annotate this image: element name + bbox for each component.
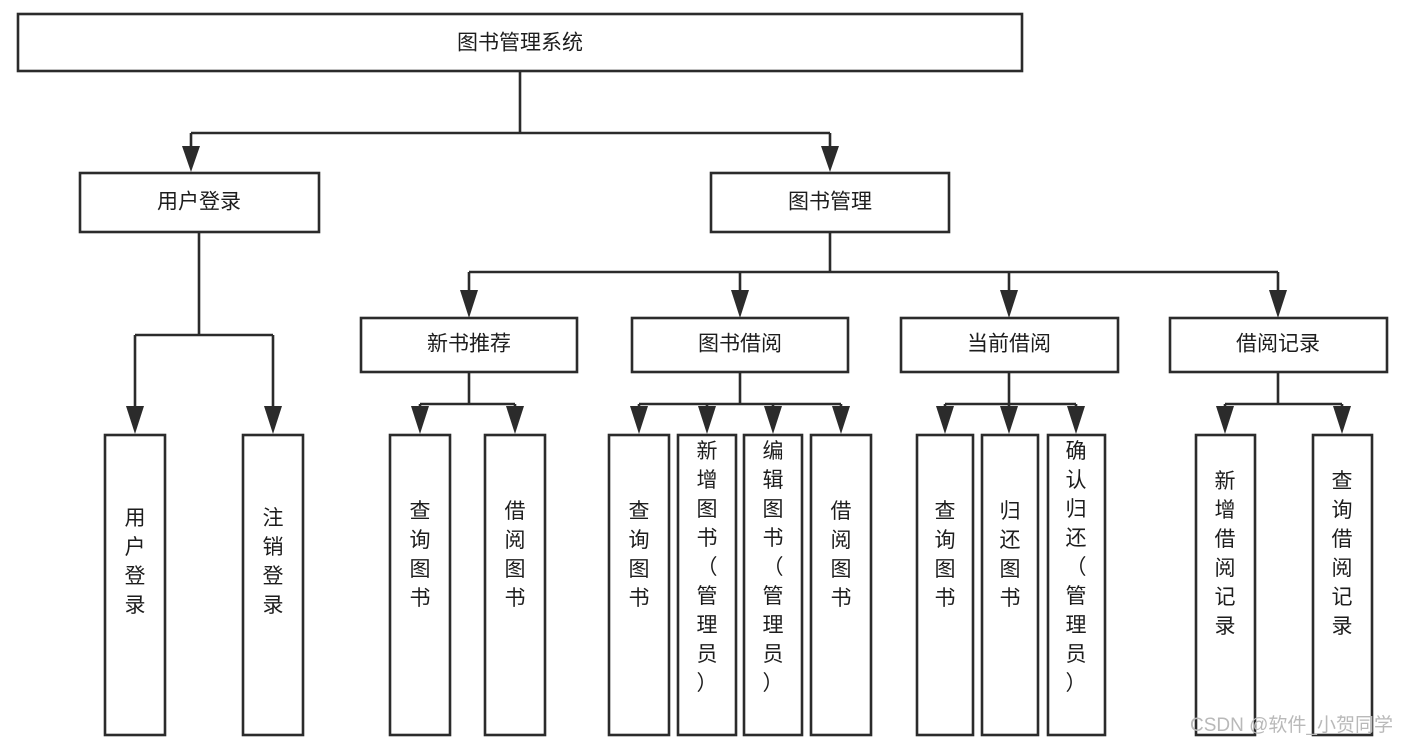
- node-leaf-label: 查询借阅记录: [1332, 470, 1353, 638]
- arrow-head-icon: [126, 406, 144, 434]
- node-leaf-confirm-return-admin[interactable]: 确认归还（管理员）: [1046, 433, 1107, 737]
- node-new-book-recommend-box[interactable]: [359, 316, 579, 374]
- connector-borrowrecord-to-leaves: [1216, 372, 1351, 434]
- node-root-book-management-system[interactable]: 图书管理系统: [16, 12, 1024, 73]
- arrow-head-icon: [411, 406, 429, 434]
- arrow-head-icon: [1333, 406, 1351, 434]
- arrow-head-icon: [264, 406, 282, 434]
- arrow-head-icon: [1067, 406, 1085, 434]
- node-leaf-query-borrow-record[interactable]: 查询借阅记录: [1311, 433, 1374, 737]
- connector-userlogin-to-leaves: [126, 232, 282, 434]
- node-leaf-box[interactable]: [676, 433, 738, 737]
- node-leaf-user-login[interactable]: 用户登录: [103, 433, 167, 737]
- arrow-head-icon: [1269, 290, 1287, 318]
- node-leaf-label: 查询图书: [935, 500, 956, 610]
- arrow-head-icon: [821, 146, 839, 172]
- node-leaf-box[interactable]: [241, 433, 305, 737]
- node-leaf-box[interactable]: [607, 433, 671, 737]
- node-leaf-box[interactable]: [1194, 433, 1257, 737]
- arrow-head-icon: [1000, 290, 1018, 318]
- node-borrow-record[interactable]: 借阅记录: [1168, 316, 1389, 374]
- node-leaf-borrow-book-recommend[interactable]: 借阅图书: [483, 433, 547, 737]
- node-leaf-query-book-current[interactable]: 查询图书: [915, 433, 975, 737]
- node-current-borrow-label: 当前借阅: [967, 333, 1051, 356]
- node-root-label: 图书管理系统: [457, 32, 583, 55]
- connector-root-to-level2: [182, 71, 839, 172]
- node-leaf-label: 查询图书: [410, 500, 431, 610]
- arrow-head-icon: [460, 290, 478, 318]
- node-leaf-box[interactable]: [809, 433, 873, 737]
- node-user-login-box[interactable]: [78, 171, 321, 234]
- node-book-management-label: 图书管理: [788, 191, 872, 214]
- arrow-head-icon: [832, 406, 850, 434]
- node-leaf-label: 编辑图书（管理员）: [763, 440, 784, 695]
- node-leaf-box[interactable]: [1311, 433, 1374, 737]
- arrow-head-icon: [1216, 406, 1234, 434]
- node-leaf-logout[interactable]: 注销登录: [241, 433, 305, 737]
- node-leaf-box[interactable]: [388, 433, 452, 737]
- node-leaf-label: 确认归还（管理员）: [1066, 440, 1087, 695]
- node-book-management[interactable]: 图书管理: [709, 171, 951, 234]
- node-leaf-return-book[interactable]: 归还图书: [980, 433, 1040, 737]
- node-new-book-recommend[interactable]: 新书推荐: [359, 316, 579, 374]
- node-current-borrow-box[interactable]: [899, 316, 1120, 374]
- node-leaf-box[interactable]: [980, 433, 1040, 737]
- node-user-login-label: 用户登录: [157, 191, 241, 214]
- node-leaf-borrow-book[interactable]: 借阅图书: [809, 433, 873, 737]
- node-leaf-label: 注销登录: [263, 507, 284, 617]
- node-leaf-label: 新增借阅记录: [1215, 470, 1236, 638]
- node-leaf-label: 归还图书: [1000, 500, 1021, 610]
- node-leaf-add-book-admin[interactable]: 新增图书（管理员）: [676, 433, 738, 737]
- node-book-borrow[interactable]: 图书借阅: [630, 316, 850, 374]
- arrow-head-icon: [764, 406, 782, 434]
- node-borrow-record-box[interactable]: [1168, 316, 1389, 374]
- node-leaf-label: 查询图书: [629, 500, 650, 610]
- node-book-borrow-label: 图书借阅: [698, 333, 782, 356]
- node-book-borrow-box[interactable]: [630, 316, 850, 374]
- node-leaf-box[interactable]: [742, 433, 804, 737]
- connector-currentborrow-to-leaves: [936, 372, 1085, 434]
- connector-bookmgmt-to-level3: [460, 232, 1287, 318]
- watermark-label: CSDN @软件_小贺同学: [1190, 714, 1393, 736]
- node-leaf-add-borrow-record[interactable]: 新增借阅记录: [1194, 433, 1257, 737]
- node-new-book-recommend-label: 新书推荐: [427, 333, 511, 356]
- node-root-box[interactable]: [16, 12, 1024, 73]
- connector-bookborrow-to-leaves: [630, 372, 850, 434]
- connector-newbook-to-leaves: [411, 372, 524, 434]
- arrow-head-icon: [630, 406, 648, 434]
- node-leaf-label: 用户登录: [125, 507, 146, 617]
- node-leaf-box[interactable]: [915, 433, 975, 737]
- arrow-head-icon: [506, 406, 524, 434]
- node-leaf-query-book-borrow[interactable]: 查询图书: [607, 433, 671, 737]
- node-leaf-label: 借阅图书: [505, 500, 526, 610]
- node-book-management-box[interactable]: [709, 171, 951, 234]
- node-current-borrow[interactable]: 当前借阅: [899, 316, 1120, 374]
- node-borrow-record-label: 借阅记录: [1236, 333, 1320, 356]
- node-leaf-box[interactable]: [1046, 433, 1107, 737]
- arrow-head-icon: [731, 290, 749, 318]
- arrow-head-icon: [936, 406, 954, 434]
- node-leaf-label: 借阅图书: [831, 500, 852, 610]
- arrow-head-icon: [698, 406, 716, 434]
- node-leaf-query-book-recommend[interactable]: 查询图书: [388, 433, 452, 737]
- node-leaf-box[interactable]: [483, 433, 547, 737]
- node-leaf-label: 新增图书（管理员）: [697, 440, 718, 695]
- node-leaf-box[interactable]: [103, 433, 167, 737]
- node-user-login[interactable]: 用户登录: [78, 171, 321, 234]
- arrow-head-icon: [182, 146, 200, 172]
- node-leaf-edit-book-admin[interactable]: 编辑图书（管理员）: [742, 433, 804, 737]
- arrow-head-icon: [1000, 406, 1018, 434]
